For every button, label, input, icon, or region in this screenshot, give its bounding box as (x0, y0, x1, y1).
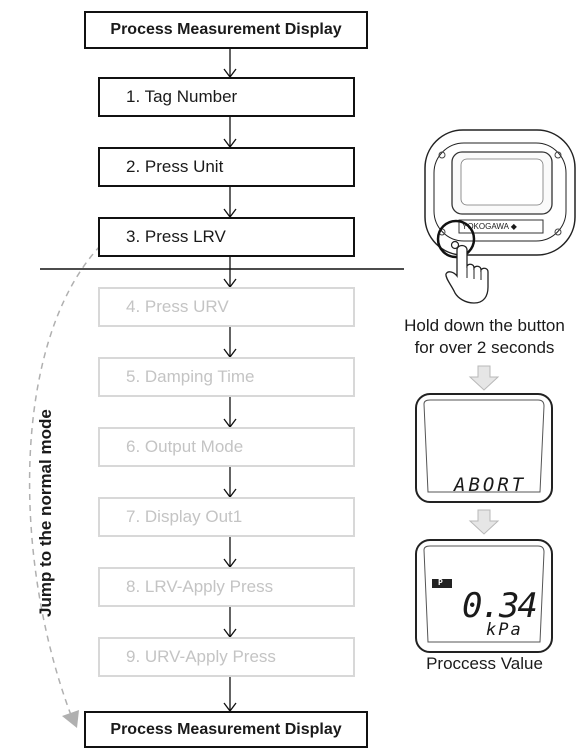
jump-label: Jump to the normal mode (36, 409, 55, 617)
lcd-indicator-text: P (438, 578, 443, 587)
brand-label: YOKOGAWA ◆ (462, 222, 517, 231)
step-box-2: 2. Press Unit (98, 147, 355, 187)
device-illustration (424, 129, 576, 304)
lcd-unit-text: kPa (486, 620, 523, 640)
lcd-abort-screen (415, 393, 553, 503)
block-arrow-1 (468, 365, 500, 391)
step-box-1: 1. Tag Number (98, 77, 355, 117)
jump-arrow-head (62, 710, 79, 728)
step-box-9: 9. URV-Apply Press (98, 637, 355, 677)
step-box-3: 3. Press LRV (98, 217, 355, 257)
instruction-line-2: for over 2 seconds (414, 338, 555, 357)
lcd-value-text: 0.34 (462, 586, 538, 626)
step-box-8: 8. LRV-Apply Press (98, 567, 355, 607)
block-arrow-2 (468, 509, 500, 535)
start-box: Process Measurement Display (84, 11, 368, 49)
button-highlight-circle (436, 219, 476, 259)
step-box-7: 7. Display Out1 (98, 497, 355, 537)
end-box: Process Measurement Display (84, 711, 368, 748)
jump-arrow (28, 237, 109, 724)
step-box-6: 6. Output Mode (98, 427, 355, 467)
process-value-caption: Proccess Value (426, 654, 543, 673)
lcd-value-screen (415, 539, 553, 653)
instruction-line-1: Hold down the button (404, 316, 565, 335)
lcd-abort-text: ABORT (454, 474, 527, 496)
step-box-5: 5. Damping Time (98, 357, 355, 397)
step-box-4: 4. Press URV (98, 287, 355, 327)
